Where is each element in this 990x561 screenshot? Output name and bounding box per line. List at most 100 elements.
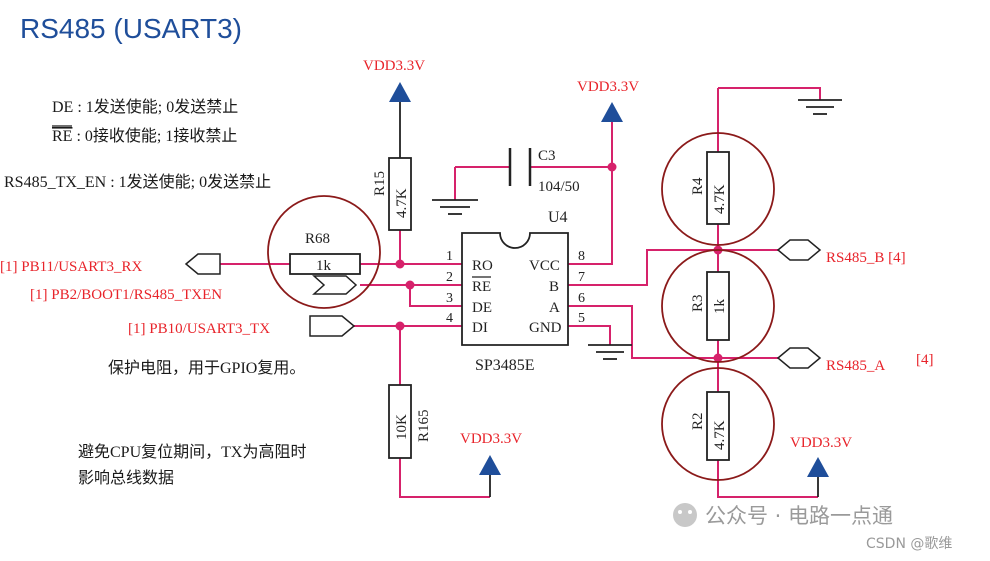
- avoid-note-1: 避免CPU复位期间，TX为高阻时: [78, 443, 306, 461]
- pin-num-5: 5: [578, 311, 585, 326]
- wire-de: [409, 285, 462, 307]
- pin-name-di: DI: [472, 320, 488, 336]
- r165-ref: R165: [416, 409, 432, 442]
- ic-part: SP3485E: [475, 357, 535, 374]
- wire-r2-bottom: [717, 460, 818, 498]
- r4-value: 4.7K: [712, 184, 728, 214]
- pin-num-4: 4: [446, 311, 453, 326]
- vdd-label: VDD3.3V: [460, 431, 522, 447]
- net-port-rx: [1] PB11/USART3_RX: [0, 253, 221, 275]
- wire-gnd5: [568, 325, 611, 345]
- pin-name-b: B: [549, 279, 559, 295]
- r4-highlight-circle: [661, 132, 775, 246]
- net-port-bus-b: RS485_B [4]: [776, 239, 906, 266]
- wechat-icon: [673, 503, 697, 527]
- pin-name-a: A: [549, 300, 560, 316]
- r3-ref: R3: [690, 294, 706, 312]
- pin-num-3: 3: [446, 291, 453, 306]
- watermark-credit: CSDN @歌维: [866, 536, 952, 552]
- net-bus-a-ref: [4]: [916, 352, 934, 368]
- net-bus-a-label: RS485_A: [826, 358, 885, 374]
- vdd-arrow-icon: [479, 455, 501, 475]
- ground-c3: [432, 199, 478, 215]
- r15-value: 4.7K: [394, 188, 410, 218]
- r68-highlight-circle: [267, 195, 381, 309]
- wire-b: [568, 249, 778, 286]
- junction-rx: [395, 259, 405, 269]
- c3-ref: C3: [538, 148, 556, 164]
- junction-tx: [395, 321, 405, 331]
- wire-a: [568, 305, 778, 359]
- net-port-bus-a: RS485_A [4]: [776, 347, 934, 374]
- r3-highlight-circle: [661, 249, 775, 363]
- vdd-label: VDD3.3V: [790, 435, 852, 451]
- net-bus-b-label: RS485_B [4]: [826, 250, 906, 266]
- re-note: RE : 0接收使能; 1接收禁止: [52, 127, 237, 145]
- pin-num-8: 8: [578, 249, 585, 264]
- power-r15: VDD3.3V: [363, 58, 425, 102]
- net-rx-label: [1] PB11/USART3_RX: [0, 259, 142, 275]
- pin-num-6: 6: [578, 291, 585, 306]
- junction-vcc: [607, 162, 617, 172]
- ic-u4: U4 SP3485E 1 2 3 4 RO RE DE DI 8 7 6 5 V…: [446, 209, 585, 374]
- r2-ref: R2: [690, 412, 706, 430]
- resistor-r3: R3 1k: [661, 249, 775, 363]
- pin-num-7: 7: [578, 270, 585, 285]
- r2-value: 4.7K: [712, 420, 728, 450]
- power-r165: VDD3.3V: [460, 431, 522, 497]
- re-note-label: RE: [52, 128, 72, 145]
- vdd-label: VDD3.3V: [577, 79, 639, 95]
- vdd-arrow-icon: [389, 82, 411, 102]
- wire-top-gnd: [718, 87, 821, 100]
- r68-ref: R68: [305, 231, 330, 247]
- net-tx-label: [1] PB10/USART3_TX: [128, 321, 270, 337]
- r4-ref: R4: [690, 177, 706, 195]
- vdd-arrow-icon: [807, 457, 829, 477]
- de-note: DE : 1发送使能; 0发送禁止: [52, 98, 238, 116]
- txen-note: RS485_TX_EN : 1发送使能; 0发送禁止: [4, 173, 271, 191]
- pin-name-gnd: GND: [529, 320, 562, 336]
- watermark-brand: 公众号 · 电路一点通: [705, 504, 893, 528]
- ground-pin5: [588, 344, 632, 360]
- power-r2: VDD3.3V: [790, 435, 852, 497]
- wire-vcc: [568, 167, 613, 265]
- c3-value: 104/50: [538, 179, 580, 195]
- capacitor-c3: C3 104/50: [508, 148, 580, 195]
- wires: [220, 87, 821, 498]
- power-c3: VDD3.3V: [577, 79, 639, 122]
- junction-a: [713, 353, 723, 363]
- resistor-r4: R4 4.7K: [661, 132, 775, 246]
- re-note-text: : 0接收使能; 1接收禁止: [72, 127, 237, 145]
- pin-name-re: RE: [472, 279, 491, 295]
- r15-ref: R15: [372, 171, 388, 196]
- ic-ref: U4: [548, 209, 568, 226]
- pin-num-1: 1: [446, 249, 453, 264]
- wire-r165-bottom: [399, 458, 490, 498]
- vdd-arrow-icon: [601, 102, 623, 122]
- avoid-note-2: 影响总线数据: [78, 469, 174, 487]
- watermark: 公众号 · 电路一点通 CSDN @歌维: [673, 503, 952, 552]
- r165-value: 10K: [394, 414, 410, 440]
- r2-highlight-circle: [661, 367, 775, 481]
- ground-top: [798, 99, 842, 115]
- net-port-txen: [1] PB2/BOOT1/RS485_TXEN: [30, 275, 358, 303]
- net-txen-label: [1] PB2/BOOT1/RS485_TXEN: [30, 287, 222, 303]
- pin-num-2: 2: [446, 270, 453, 285]
- resistor-r68: R68 1k: [267, 195, 381, 309]
- pin-name-ro: RO: [472, 258, 493, 274]
- r3-value: 1k: [712, 299, 728, 315]
- resistor-r165: 10K R165: [388, 384, 432, 459]
- pin-name-vcc: VCC: [529, 258, 560, 274]
- ic-body: [461, 232, 569, 346]
- junction-re-de: [405, 280, 415, 290]
- vdd-label: VDD3.3V: [363, 58, 425, 74]
- r68-value: 1k: [316, 258, 332, 274]
- page-title: RS485 (USART3): [20, 13, 242, 44]
- pin-name-de: DE: [472, 300, 492, 316]
- resistor-r15: R15 4.7K: [372, 102, 412, 231]
- resistor-r2: R2 4.7K: [661, 367, 775, 481]
- net-port-tx: [1] PB10/USART3_TX: [128, 315, 356, 337]
- protect-note: 保护电阻，用于GPIO复用。: [108, 359, 305, 377]
